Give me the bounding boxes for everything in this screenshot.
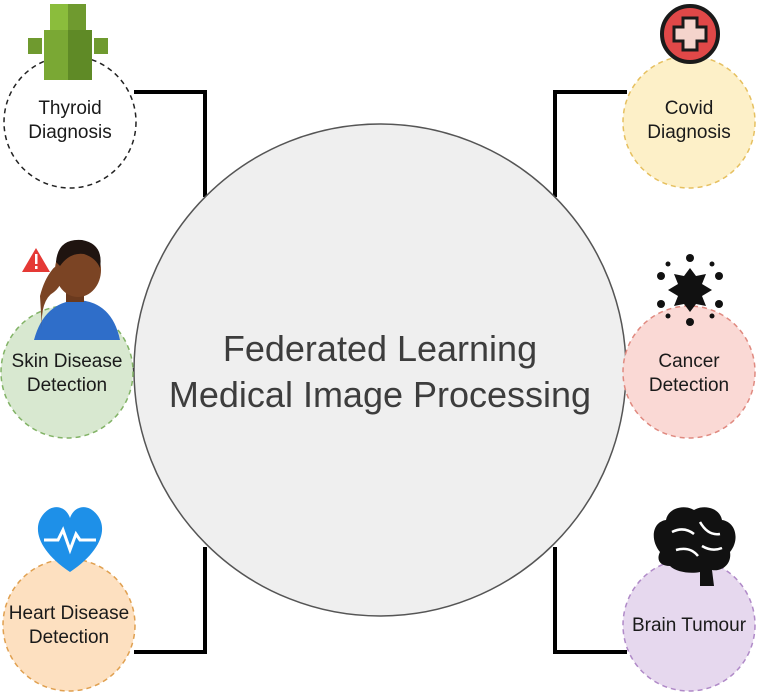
thyroid-label-line1: Thyroid bbox=[38, 98, 102, 119]
cancer-label-line2: Detection bbox=[648, 375, 730, 396]
brain-label-line1: Brain Tumour bbox=[631, 615, 747, 636]
connector-brain bbox=[553, 547, 627, 654]
center-title: Federated Learning Medical Image Process… bbox=[130, 326, 630, 418]
node-label-covid: Covid Diagnosis bbox=[629, 97, 749, 145]
connector-covid bbox=[553, 90, 627, 197]
cancer-cell-icon bbox=[657, 254, 723, 326]
thyroid-label-line2: Diagnosis bbox=[28, 122, 112, 143]
brain-icon bbox=[653, 507, 736, 586]
connector-heart bbox=[134, 547, 207, 654]
node-label-cancer: Cancer Detection bbox=[629, 350, 749, 398]
medical-cross-icon bbox=[660, 4, 720, 64]
node-label-brain: Brain Tumour bbox=[622, 614, 756, 638]
center-title-line1: Federated Learning bbox=[222, 328, 538, 369]
cancer-label-line1: Cancer bbox=[658, 351, 720, 372]
heart-label-line1: Heart Disease bbox=[8, 603, 130, 624]
node-label-skin: Skin Disease Detection bbox=[0, 350, 134, 398]
skin-patient-warning-icon bbox=[22, 239, 120, 340]
connector-thyroid bbox=[134, 90, 207, 197]
skin-label-line1: Skin Disease bbox=[11, 351, 123, 372]
node-label-heart: Heart Disease Detection bbox=[0, 602, 138, 650]
covid-label-line1: Covid bbox=[664, 98, 714, 119]
center-title-line2: Medical Image Processing bbox=[168, 374, 592, 415]
heart-label-line2: Detection bbox=[28, 627, 110, 648]
covid-label-line2: Diagnosis bbox=[647, 122, 731, 143]
node-label-thyroid: Thyroid Diagnosis bbox=[10, 97, 130, 145]
skin-label-line2: Detection bbox=[26, 375, 108, 396]
heart-pulse-icon bbox=[37, 507, 103, 572]
thyroid-cube-icon bbox=[28, 4, 108, 80]
